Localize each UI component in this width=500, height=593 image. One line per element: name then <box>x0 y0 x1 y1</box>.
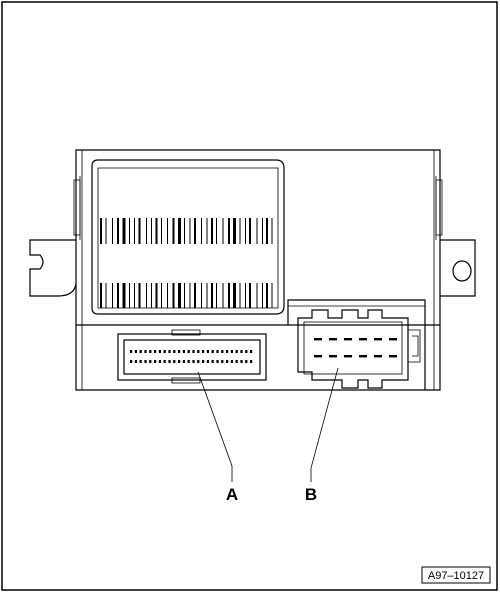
connector-a-pin <box>130 350 133 353</box>
connector-a[interactable] <box>117 329 267 384</box>
right-mounting-tab <box>440 239 476 297</box>
connector-a-pin <box>134 360 137 363</box>
connector-a-pin <box>154 360 157 363</box>
connector-a-pin <box>154 350 157 353</box>
connector-a-pin <box>240 350 243 353</box>
connector-a-pin <box>130 360 133 363</box>
connector-a-pin <box>235 350 238 353</box>
connector-a-pin <box>144 360 147 363</box>
housing <box>73 149 443 391</box>
barcode-top <box>100 218 273 244</box>
connector-b-pin <box>359 355 367 358</box>
connector-a-pin <box>149 350 152 353</box>
barcode-bottom <box>100 283 273 308</box>
connector-b-pin <box>314 338 322 341</box>
connector-b-pin <box>344 355 352 358</box>
callout-label-a: A <box>226 485 238 504</box>
connector-a-pin <box>230 360 233 363</box>
connector-a-pin <box>216 350 219 353</box>
connector-b-pin <box>329 355 337 358</box>
leader-line-b <box>310 367 339 482</box>
connector-a-pin <box>202 350 205 353</box>
label-sticker <box>91 159 285 315</box>
connector-b-pin <box>344 338 352 341</box>
connector-a-pin <box>245 350 248 353</box>
connector-a-pin <box>187 360 190 363</box>
leader-line-a <box>197 371 233 482</box>
right-mounting-hole <box>452 260 472 282</box>
callout-label-b: B <box>305 485 317 504</box>
connector-a-pin <box>163 360 166 363</box>
connector-a-pins <box>130 350 253 363</box>
connector-a-pin <box>139 350 142 353</box>
connector-a-pin <box>226 350 229 353</box>
connector-a-pin <box>206 350 209 353</box>
connector-a-pin <box>173 350 176 353</box>
connector-a-pin <box>134 350 137 353</box>
connector-a-pin <box>197 350 200 353</box>
connector-a-pin <box>240 360 243 363</box>
connector-a-pin <box>158 360 161 363</box>
connector-a-pin <box>144 350 147 353</box>
connector-a-pin <box>163 350 166 353</box>
connector-a-pin <box>211 350 214 353</box>
connector-a-pin <box>197 360 200 363</box>
connector-a-pin <box>192 350 195 353</box>
connector-a-pin <box>178 360 181 363</box>
connector-a-pin <box>250 350 253 353</box>
connector-a-pin <box>173 360 176 363</box>
figure-code-box: A97–10127 <box>421 566 491 584</box>
connector-a-pin <box>235 360 238 363</box>
connector-a-pin <box>168 350 171 353</box>
connector-a-pin <box>187 350 190 353</box>
connector-b-pin <box>389 338 397 341</box>
connector-a-pin <box>168 360 171 363</box>
connector-a-pin <box>158 350 161 353</box>
connector-b-pin <box>374 355 382 358</box>
connector-a-pin <box>149 360 152 363</box>
connector-b[interactable] <box>297 309 421 389</box>
connector-a-pin <box>230 350 233 353</box>
connector-b-frame <box>287 299 426 390</box>
connector-a-pin <box>245 360 248 363</box>
connector-a-pin <box>226 360 229 363</box>
connector-a-pin <box>250 360 253 363</box>
connector-a-pin <box>192 360 195 363</box>
connector-a-pin <box>216 360 219 363</box>
figure-code: A97–10127 <box>428 570 484 582</box>
connector-b-pin <box>329 338 337 341</box>
connector-b-pin <box>359 338 367 341</box>
connector-b-pins <box>314 338 397 358</box>
connector-b-pin <box>314 355 322 358</box>
connector-a-pin <box>206 360 209 363</box>
connector-a-pin <box>202 360 205 363</box>
connector-a-pin <box>221 350 224 353</box>
connector-a-pin <box>182 360 185 363</box>
connector-b-pin <box>374 338 382 341</box>
connector-b-pin <box>389 355 397 358</box>
connector-a-pin <box>211 360 214 363</box>
connector-a-pin <box>139 360 142 363</box>
left-mounting-tab <box>29 239 77 297</box>
connector-a-pin <box>182 350 185 353</box>
connector-a-pin <box>221 360 224 363</box>
connector-a-pin <box>178 350 181 353</box>
